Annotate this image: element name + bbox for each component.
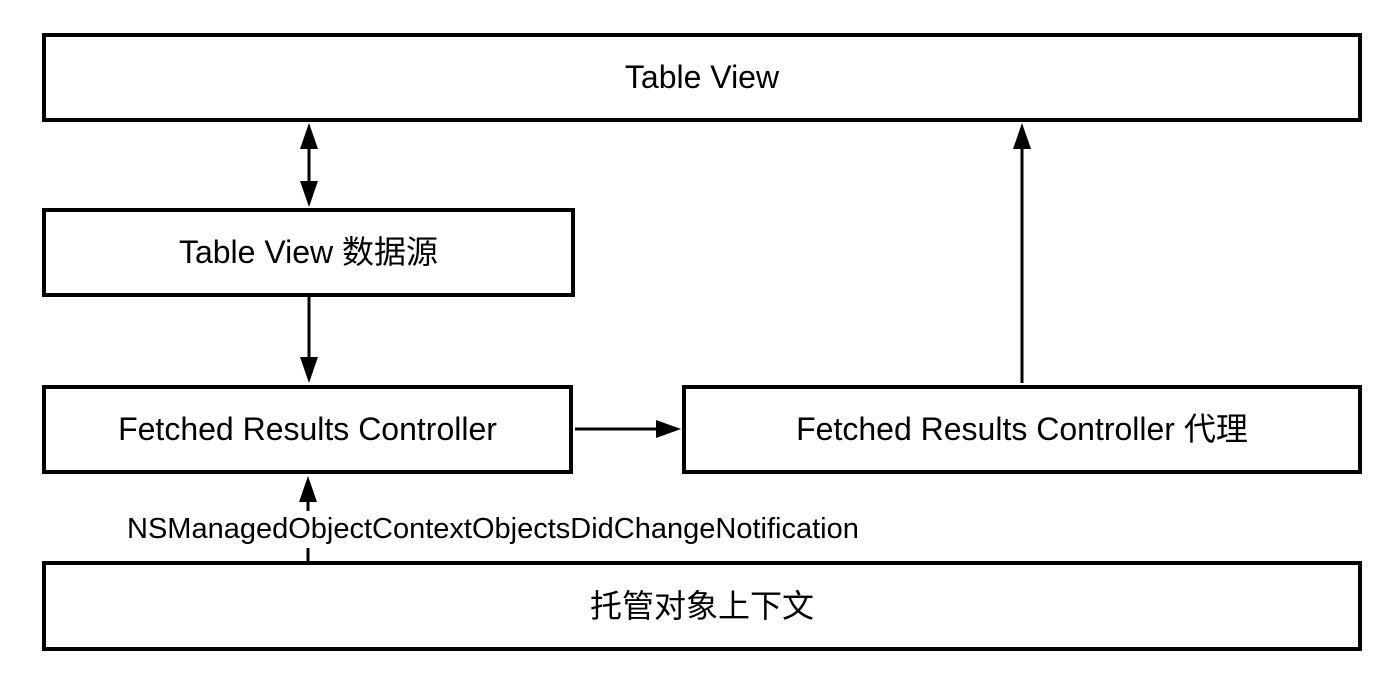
- box-fetched-results-controller-delegate: Fetched Results Controller 代理: [682, 385, 1362, 474]
- box-table-view-data-source-label: Table View 数据源: [178, 234, 439, 271]
- box-fetched-results-controller: Fetched Results Controller: [42, 385, 573, 474]
- box-managed-object-context-label: 托管对象上下文: [589, 587, 814, 624]
- box-table-view-data-source: Table View 数据源: [42, 208, 575, 297]
- arrow-table-view-and-data-source: [300, 123, 318, 207]
- box-managed-object-context: 托管对象上下文: [42, 561, 1362, 651]
- arrow-data-source-to-frc: [300, 297, 318, 383]
- box-fetched-results-controller-label: Fetched Results Controller: [118, 411, 497, 448]
- notification-label: NSManagedObjectContextObjectsDidChangeNo…: [127, 511, 859, 548]
- box-table-view-label: Table View: [624, 59, 780, 96]
- arrow-frc-to-delegate: [575, 420, 681, 438]
- box-fetched-results-controller-delegate-label: Fetched Results Controller 代理: [796, 411, 1248, 448]
- arrow-delegate-to-table-view: [1013, 123, 1031, 383]
- box-table-view: Table View: [42, 33, 1362, 122]
